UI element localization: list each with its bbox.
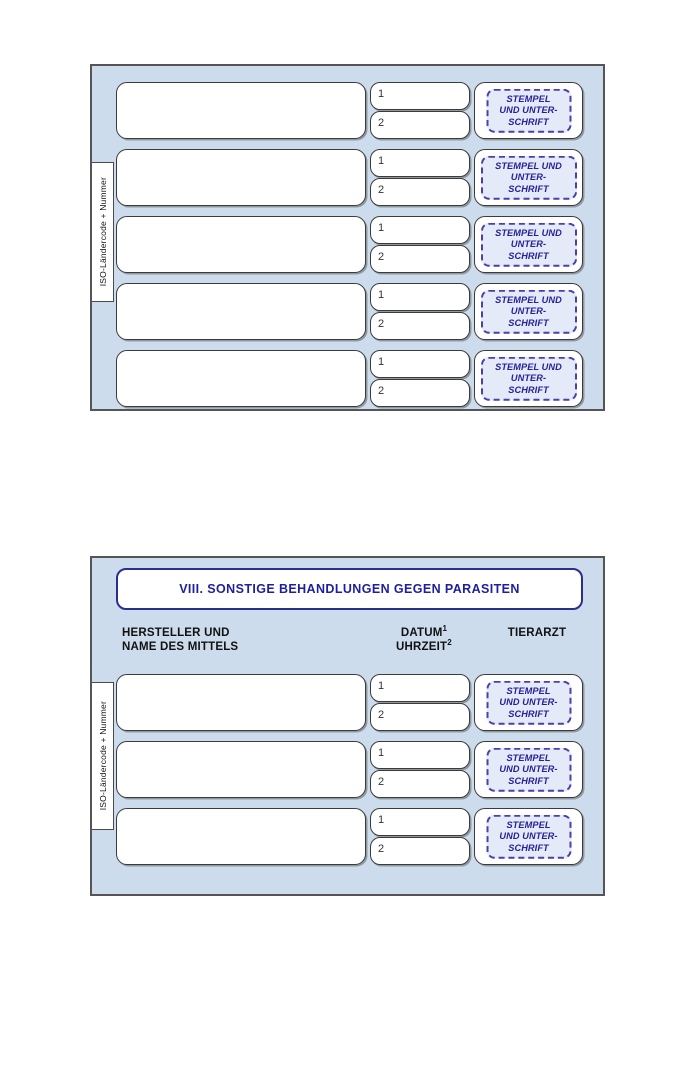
table-row: 1 2 STEMPEL UND UNTER- SCHRIFT [116,82,583,139]
time-field-number: 2 [378,709,385,721]
date-field[interactable]: 1 [370,741,470,769]
veterinarian-field[interactable]: STEMPEL UND UNTER- SCHRIFT [474,283,583,340]
time-field-number: 2 [378,184,385,196]
time-field-number: 2 [378,843,385,855]
column-header-manufacturer: HERSTELLER UND NAME DES MITTELS [122,627,239,653]
treatment-rows-top: 1 2 STEMPEL UND UNTER- SCHRIFT 1 2 STEMP… [116,82,583,407]
treatment-rows-bottom: 1 2 STEMPEL UND UNTER- SCHRIFT 1 2 STEMP… [116,674,583,865]
time-field-number: 2 [378,776,385,788]
date-field-number: 1 [378,680,385,692]
time-field[interactable]: 2 [370,703,470,731]
stamp-signature-placeholder: STEMPEL UND UNTER- SCHRIFT [480,289,577,334]
stamp-signature-placeholder: STEMPEL UND UNTER- SCHRIFT [486,680,571,725]
stamp-signature-placeholder: STEMPEL UND UNTER- SCHRIFT [480,356,577,401]
stamp-signature-placeholder: STEMPEL UND UNTER- SCHRIFT [486,747,571,792]
veterinarian-field[interactable]: STEMPEL UND UNTER- SCHRIFT [474,741,583,798]
veterinarian-field[interactable]: STEMPEL UND UNTER- SCHRIFT [474,149,583,206]
table-row: 1 2 STEMPEL UND UNTER- SCHRIFT [116,808,583,865]
column-header-date-superscript: 1 [442,624,448,634]
date-field-number: 1 [378,814,385,826]
date-field[interactable]: 1 [370,216,470,244]
table-row: 1 2 STEMPEL UND UNTER- SCHRIFT [116,350,583,407]
veterinarian-field[interactable]: STEMPEL UND UNTER- SCHRIFT [474,82,583,139]
table-row: 1 2 STEMPEL UND UNTER- SCHRIFT [116,283,583,340]
page-title: VIII. SONSTIGE BEHANDLUNGEN GEGEN PARASI… [179,582,520,596]
veterinarian-field[interactable]: STEMPEL UND UNTER- SCHRIFT [474,808,583,865]
column-header-time-superscript: 2 [447,638,452,648]
veterinarian-field[interactable]: STEMPEL UND UNTER- SCHRIFT [474,216,583,273]
time-field[interactable]: 2 [370,837,470,865]
time-field[interactable]: 2 [370,770,470,798]
date-field[interactable]: 1 [370,674,470,702]
date-field-number: 1 [378,289,385,301]
side-tab-label: ISO-Ländercode + Nummer [97,701,108,811]
date-field-number: 1 [378,356,385,368]
time-field[interactable]: 2 [370,379,470,407]
table-row: 1 2 STEMPEL UND UNTER- SCHRIFT [116,674,583,731]
date-field-number: 1 [378,88,385,100]
date-field-number: 1 [378,747,385,759]
manufacturer-field[interactable] [116,741,366,798]
stamp-signature-placeholder: STEMPEL UND UNTER- SCHRIFT [486,814,571,859]
side-tab-iso-code-bottom: ISO-Ländercode + Nummer [92,682,114,830]
stamp-signature-placeholder: STEMPEL UND UNTER- SCHRIFT [480,155,577,200]
side-tab-label: ISO-Ländercode + Nummer [97,177,108,287]
time-field-number: 2 [378,318,385,330]
manufacturer-field[interactable] [116,283,366,340]
table-row: 1 2 STEMPEL UND UNTER- SCHRIFT [116,216,583,273]
date-field[interactable]: 1 [370,82,470,110]
pet-passport-section-top: ISO-Ländercode + Nummer 1 2 STEMPEL UND … [90,64,605,411]
time-field[interactable]: 2 [370,312,470,340]
table-row: 1 2 STEMPEL UND UNTER- SCHRIFT [116,741,583,798]
time-field[interactable]: 2 [370,111,470,139]
time-field-number: 2 [378,117,385,129]
time-field[interactable]: 2 [370,178,470,206]
pet-passport-section-bottom: VIII. SONSTIGE BEHANDLUNGEN GEGEN PARASI… [90,556,605,896]
date-field-number: 1 [378,222,385,234]
manufacturer-field[interactable] [116,674,366,731]
column-header-date-main: DATUM [400,627,443,639]
date-field-number: 1 [378,155,385,167]
time-field[interactable]: 2 [370,245,470,273]
column-header-veterinarian: TIERARZT [507,627,567,639]
column-header-time-main: UHRZEIT [396,641,448,653]
section-title-bar: VIII. SONSTIGE BEHANDLUNGEN GEGEN PARASI… [116,568,583,610]
veterinarian-field[interactable]: STEMPEL UND UNTER- SCHRIFT [474,350,583,407]
stamp-signature-placeholder: STEMPEL UND UNTER- SCHRIFT [480,222,577,267]
manufacturer-field[interactable] [116,808,366,865]
manufacturer-field[interactable] [116,216,366,273]
time-field-number: 2 [378,251,385,263]
veterinarian-field[interactable]: STEMPEL UND UNTER- SCHRIFT [474,674,583,731]
date-field[interactable]: 1 [370,149,470,177]
table-row: 1 2 STEMPEL UND UNTER- SCHRIFT [116,149,583,206]
manufacturer-field[interactable] [116,350,366,407]
manufacturer-field[interactable] [116,82,366,139]
date-field[interactable]: 1 [370,808,470,836]
time-field-number: 2 [378,385,385,397]
stamp-signature-placeholder: STEMPEL UND UNTER- SCHRIFT [486,88,571,133]
manufacturer-field[interactable] [116,149,366,206]
date-field[interactable]: 1 [370,283,470,311]
side-tab-iso-code-top: ISO-Ländercode + Nummer [92,162,114,302]
date-field[interactable]: 1 [370,350,470,378]
